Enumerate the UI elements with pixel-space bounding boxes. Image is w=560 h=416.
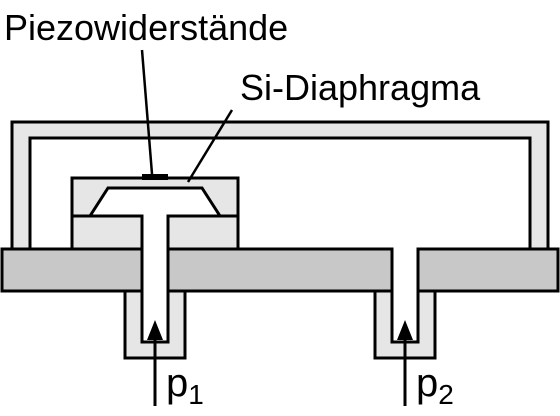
diaphragm-cavity <box>87 186 223 218</box>
arrow-p2 <box>397 320 413 406</box>
cavity-channel <box>143 214 167 250</box>
label-p1: p1 <box>166 361 204 410</box>
label-p2-sub: 2 <box>438 379 454 410</box>
port-tube-p2 <box>373 289 437 360</box>
base-plate <box>0 247 144 293</box>
label-p1-sub: 1 <box>188 379 204 410</box>
port-tube-p1 <box>123 289 187 360</box>
chip-support-left <box>70 214 144 251</box>
base-plate-right <box>416 247 560 293</box>
label-p1-base: p <box>166 361 188 405</box>
label-p2-base: p <box>416 361 438 405</box>
label-p2: p2 <box>416 361 454 410</box>
arrow-p1 <box>147 320 163 406</box>
label-si-diaphragma: Si-Diaphragma <box>240 67 481 108</box>
leader-line-piezo <box>140 49 154 175</box>
leader-line-diaphragm <box>186 109 234 183</box>
base-plate-middle <box>166 247 394 293</box>
label-piezowiderstaende: Piezowiderstände <box>4 7 288 48</box>
piezoresistor <box>142 174 168 180</box>
